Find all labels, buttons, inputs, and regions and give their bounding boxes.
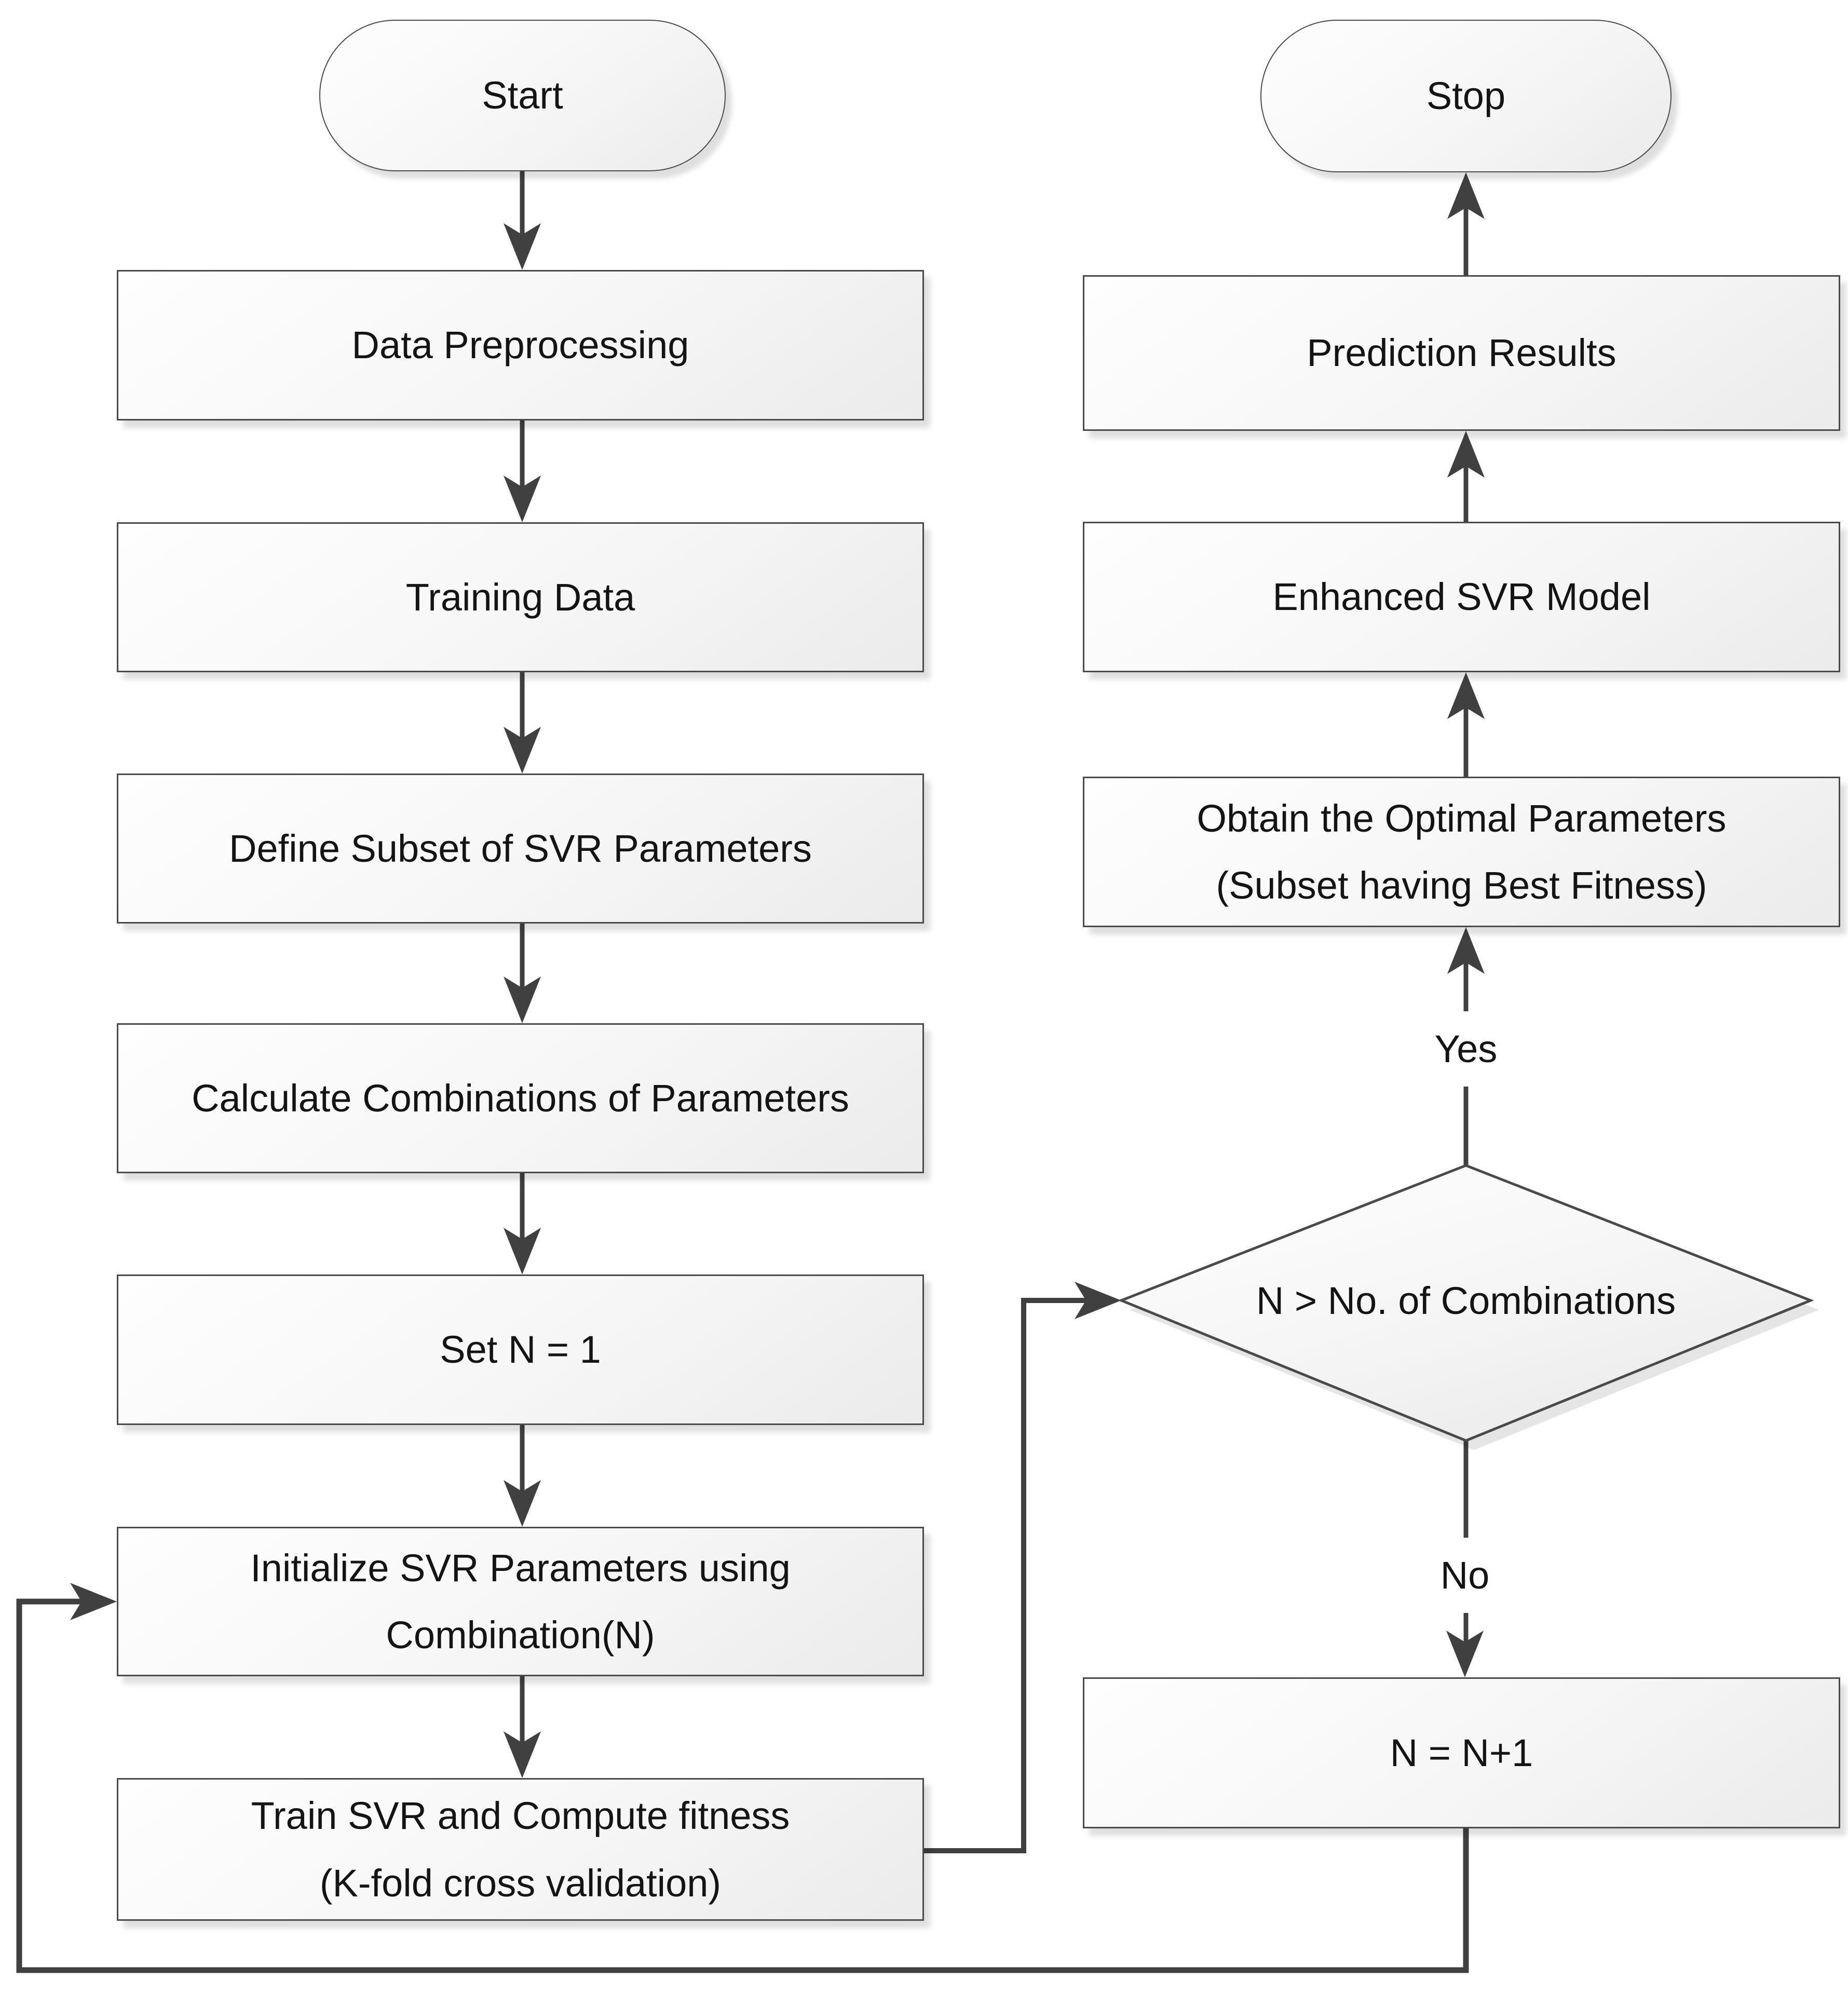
connector-train-to-decision xyxy=(924,1298,1086,1853)
process-initialize-svr-line2: Combination(N) xyxy=(386,1613,655,1657)
arrowhead-into-obtain xyxy=(1447,927,1485,974)
process-data-preprocessing: Data Preprocessing xyxy=(117,270,924,420)
connector-increment-loop-to-initialize xyxy=(16,1598,1469,1973)
process-training-data: Training Data xyxy=(117,522,924,672)
process-increment-n: N = N+1 xyxy=(1083,1677,1840,1828)
process-define-subset-label: Define Subset of SVR Parameters xyxy=(229,826,812,870)
process-obtain-optimal-line1: Obtain the Optimal Parameters xyxy=(1197,796,1727,840)
process-data-preprocessing-label: Data Preprocessing xyxy=(351,323,689,367)
terminator-start: Start xyxy=(319,20,726,171)
process-training-data-label: Training Data xyxy=(405,575,635,619)
process-train-svr-label: Train SVR and Compute fitness (K-fold cr… xyxy=(251,1782,790,1917)
arrowhead-into-decision xyxy=(1075,1282,1121,1319)
process-prediction-results-label: Prediction Results xyxy=(1307,331,1616,375)
arrowhead-into-prediction xyxy=(1447,431,1485,478)
arrowhead-into-increment xyxy=(1446,1631,1484,1677)
decision-label: N > No. of Combinations xyxy=(1256,1279,1676,1322)
process-initialize-svr-label: Initialize SVR Parameters using Combinat… xyxy=(250,1535,791,1669)
arrowhead-into-training xyxy=(504,476,541,522)
terminator-stop-label: Stop xyxy=(1426,74,1506,118)
process-obtain-optimal-line2: (Subset having Best Fitness) xyxy=(1216,864,1707,907)
arrowhead-into-preprocessing xyxy=(504,223,541,270)
process-train-svr: Train SVR and Compute fitness (K-fold cr… xyxy=(117,1778,924,1921)
process-train-svr-line1: Train SVR and Compute fitness xyxy=(251,1794,790,1837)
arrowheads xyxy=(70,172,1485,1778)
process-prediction-results: Prediction Results xyxy=(1083,275,1840,431)
arrowhead-into-setn xyxy=(504,1228,541,1274)
arrowhead-into-calculate xyxy=(504,976,541,1023)
process-enhanced-svr-model: Enhanced SVR Model xyxy=(1083,522,1840,672)
process-train-svr-line2: (K-fold cross validation) xyxy=(319,1861,722,1905)
process-calculate-combinations: Calculate Combinations of Parameters xyxy=(117,1023,924,1173)
process-initialize-svr: Initialize SVR Parameters using Combinat… xyxy=(117,1527,924,1676)
edge-label-yes: Yes xyxy=(1402,1011,1530,1087)
process-initialize-svr-line1: Initialize SVR Parameters using xyxy=(250,1546,791,1590)
arrowhead-into-initialize-top xyxy=(504,1480,541,1527)
terminator-stop: Stop xyxy=(1260,20,1672,172)
process-enhanced-svr-model-label: Enhanced SVR Model xyxy=(1272,575,1651,619)
arrowhead-into-train xyxy=(504,1731,541,1778)
process-set-n: Set N = 1 xyxy=(117,1274,924,1425)
arrowhead-into-define xyxy=(504,727,541,774)
arrowhead-into-enhanced xyxy=(1447,672,1485,719)
process-increment-n-label: N = N+1 xyxy=(1390,1731,1533,1774)
arrowhead-into-stop xyxy=(1447,172,1485,219)
edge-label-no: No xyxy=(1401,1538,1529,1613)
terminator-start-label: Start xyxy=(482,74,563,117)
process-set-n-label: Set N = 1 xyxy=(440,1328,601,1372)
decision-diamond xyxy=(1118,1164,1814,1442)
process-define-subset: Define Subset of SVR Parameters xyxy=(117,774,924,924)
process-obtain-optimal-parameters-label: Obtain the Optimal Parameters (Subset ha… xyxy=(1197,785,1727,919)
process-obtain-optimal-parameters: Obtain the Optimal Parameters (Subset ha… xyxy=(1083,777,1840,927)
process-calculate-combinations-label: Calculate Combinations of Parameters xyxy=(192,1076,849,1120)
arrowhead-into-initialize-left xyxy=(70,1583,117,1620)
